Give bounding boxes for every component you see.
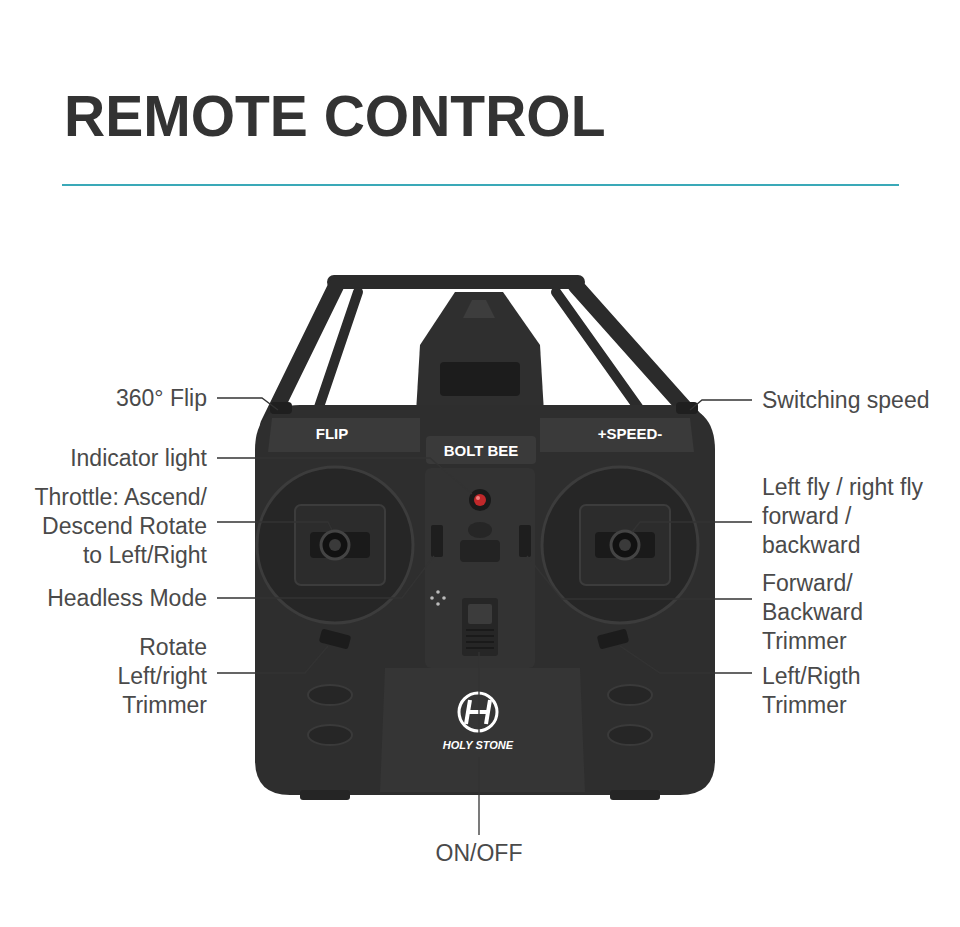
power-switch [462, 598, 498, 656]
label-wrap: ON/OFF [379, 839, 579, 868]
label-wrap: BOLT BEE [426, 442, 536, 460]
brand-logo [459, 693, 497, 731]
headless-icon [430, 590, 446, 606]
label-wrap: Forward/ Backward Trimmer [762, 569, 912, 656]
label-wrap: Left/Rigth Trimmer [762, 662, 912, 720]
flip-button [270, 402, 292, 414]
speed-print: +SPEED- [560, 425, 700, 443]
display-window [440, 362, 520, 396]
remote-body [255, 405, 715, 795]
label-wrap: +SPEED- [560, 425, 700, 443]
rotate-trimmer-label: Rotate Left/right Trimmer [95, 633, 207, 720]
label-wrap: HOLY STONE [398, 736, 558, 754]
title-wrap: REMOTE CONTROL [64, 86, 605, 146]
flip-label: 360° Flip [7, 384, 207, 413]
label-wrap: Rotate Left/right Trimmer [95, 633, 207, 720]
throttle-label: Throttle: Ascend/ Descend Rotate to Left… [20, 483, 207, 570]
left-right-trimmer [597, 628, 630, 649]
label-wrap: Throttle: Ascend/ Descend Rotate to Left… [20, 483, 207, 570]
brand-print: HOLY STONE [398, 736, 558, 754]
flip-print: FLIP [262, 425, 402, 443]
label-wrap: Left fly / right fly forward / backward [762, 473, 947, 560]
label-wrap: Indicator light [7, 444, 207, 473]
headless-switch [431, 525, 443, 557]
power-label: ON/OFF [379, 839, 579, 868]
indicator-label: Indicator light [7, 444, 207, 473]
title-rule [62, 184, 899, 186]
page-title: REMOTE CONTROL [64, 86, 605, 146]
forward-trimmer [519, 525, 531, 557]
model-print: BOLT BEE [426, 442, 536, 460]
label-wrap: FLIP [262, 425, 402, 443]
left-right-trimmer-label: Left/Rigth Trimmer [762, 662, 912, 720]
forward-trimmer-label: Forward/ Backward Trimmer [762, 569, 912, 656]
label-wrap: Headless Mode [7, 584, 207, 613]
label-wrap: Switching speed [762, 386, 952, 415]
center-column [425, 468, 535, 668]
leader-lines [217, 398, 752, 835]
direction-label: Left fly / right fly forward / backward [762, 473, 947, 560]
indicator-light [469, 489, 491, 511]
bottom-panel [380, 668, 585, 792]
speed-button [676, 402, 698, 414]
rotate-trimmer [319, 628, 352, 649]
speed-label: Switching speed [762, 386, 952, 415]
headless-label: Headless Mode [7, 584, 207, 613]
left-stick [257, 467, 413, 623]
label-wrap: 360° Flip [7, 384, 207, 413]
